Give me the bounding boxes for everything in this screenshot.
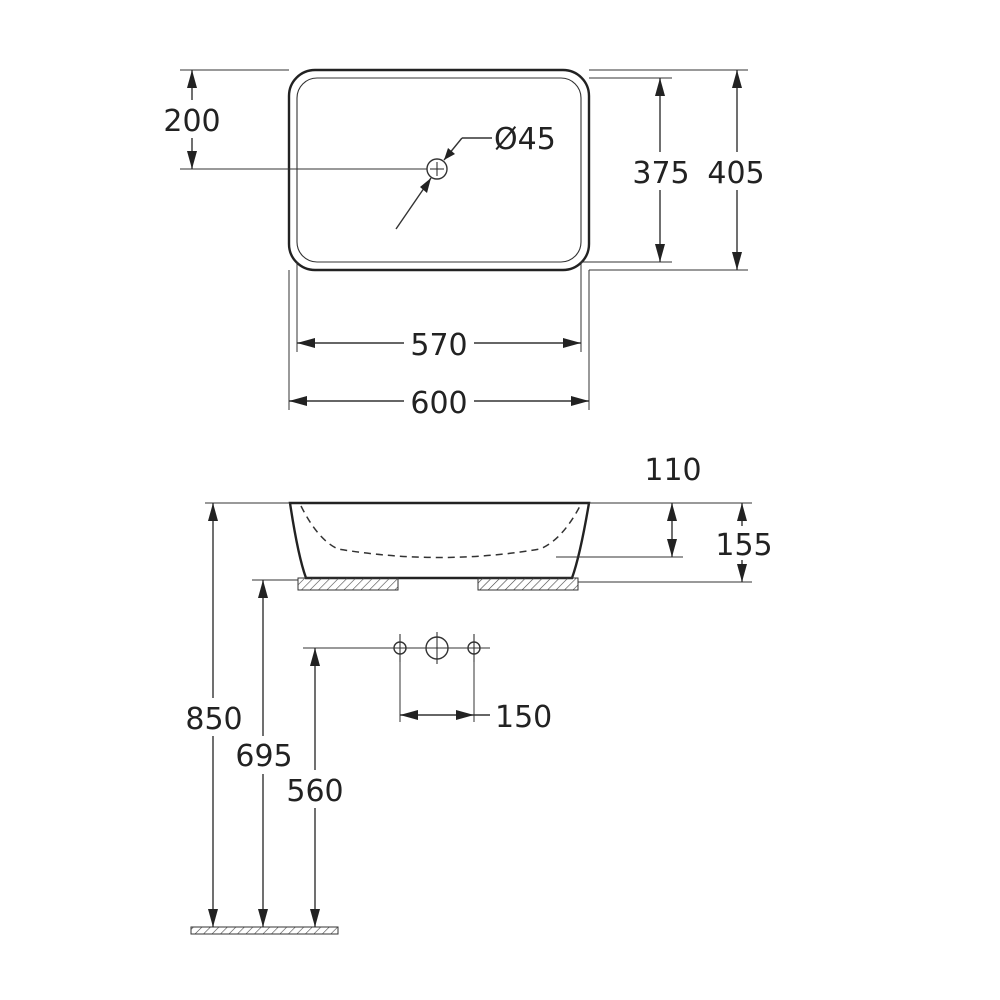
dim-waste-height: 560 xyxy=(284,648,346,927)
dim-label-155: 155 xyxy=(715,528,772,563)
countertop-right xyxy=(477,577,579,591)
waste-outlet-icon xyxy=(421,632,453,664)
dim-hole-offset: 200 xyxy=(160,69,427,170)
dim-label-570: 570 xyxy=(410,328,467,363)
dim-tap-spacing: 150 xyxy=(399,656,552,735)
dim-label-375: 375 xyxy=(632,156,689,191)
basin-inner-bowl xyxy=(300,505,581,559)
dim-label-850: 850 xyxy=(185,702,242,737)
basin-outer-rim xyxy=(287,68,591,272)
drain-hole-icon xyxy=(426,158,448,180)
floor-line xyxy=(190,926,339,935)
dim-label-150: 150 xyxy=(495,700,552,735)
dim-counter-height: 695 xyxy=(232,580,296,927)
basin-side-profile xyxy=(288,501,591,580)
dim-inner-depth: 375 xyxy=(581,77,692,263)
dim-label-695: 695 xyxy=(235,739,292,774)
dim-label-200: 200 xyxy=(163,104,220,139)
connection-points xyxy=(303,632,490,664)
dim-inner-width: 570 xyxy=(296,262,582,363)
dim-label-600: 600 xyxy=(410,386,467,421)
plan-view: 200 Ø45 375 405 xyxy=(160,68,768,421)
dim-outer-depth: 405 xyxy=(589,69,768,271)
elevation-view: 110 155 xyxy=(184,453,774,935)
dim-hole-diameter: Ø45 xyxy=(395,122,556,230)
countertop-left xyxy=(297,577,399,591)
dim-basin-height: 155 xyxy=(712,503,774,582)
dim-label-405: 405 xyxy=(707,156,764,191)
dim-outer-width: 600 xyxy=(288,270,590,421)
dim-top-height: 850 xyxy=(184,503,246,927)
dim-label-560: 560 xyxy=(286,774,343,809)
dim-label-110: 110 xyxy=(644,453,701,488)
dim-basin-depth: 110 xyxy=(644,453,702,557)
basin-inner-rim xyxy=(296,77,582,263)
dim-label-diameter: Ø45 xyxy=(494,122,556,157)
